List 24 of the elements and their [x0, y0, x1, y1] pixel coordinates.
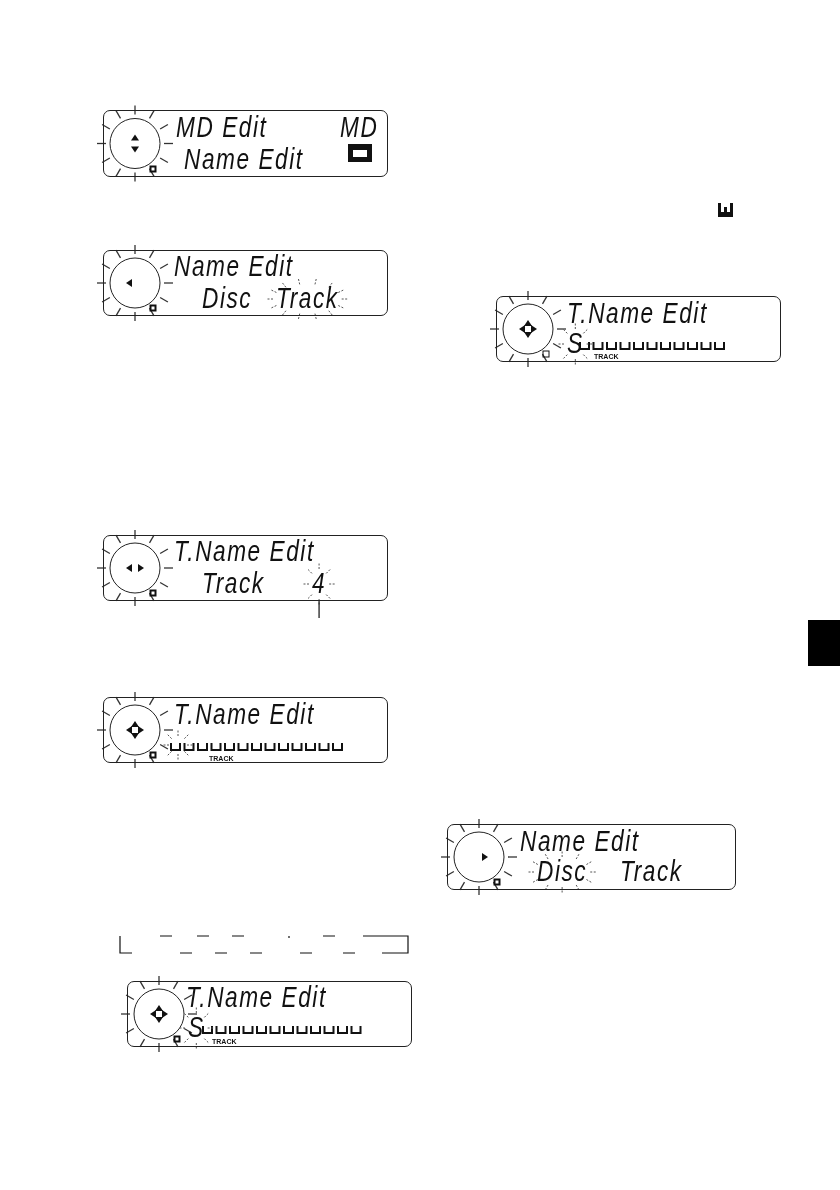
- display-text: MD: [340, 113, 379, 142]
- lcd-display: [103, 250, 388, 316]
- display-text: Track: [276, 284, 339, 313]
- display-text: T.Name Edit: [174, 700, 315, 729]
- display-text: Name Edit: [174, 252, 294, 281]
- lcd-display: [103, 110, 388, 177]
- lcd-display: [127, 981, 412, 1047]
- display-text: MD Edit: [176, 113, 268, 142]
- display-text: 4: [312, 569, 327, 598]
- lcd-display: [103, 535, 388, 601]
- display-text: T.Name Edit: [567, 299, 708, 328]
- display-text: Name Edit: [184, 145, 304, 174]
- lcd-display: [447, 824, 736, 890]
- display-text: Track: [202, 569, 265, 598]
- leader-line: [318, 600, 320, 619]
- display-text: T.Name Edit: [174, 537, 315, 566]
- display-text: Track: [620, 857, 683, 886]
- lcd-display: [103, 697, 388, 763]
- display-text: S: [188, 1013, 205, 1042]
- display-text: Disc: [202, 284, 253, 313]
- display-text: T.Name Edit: [186, 983, 327, 1012]
- display-text: Name Edit: [520, 827, 640, 856]
- lcd-display: [496, 296, 781, 362]
- display-text: Disc: [537, 857, 588, 886]
